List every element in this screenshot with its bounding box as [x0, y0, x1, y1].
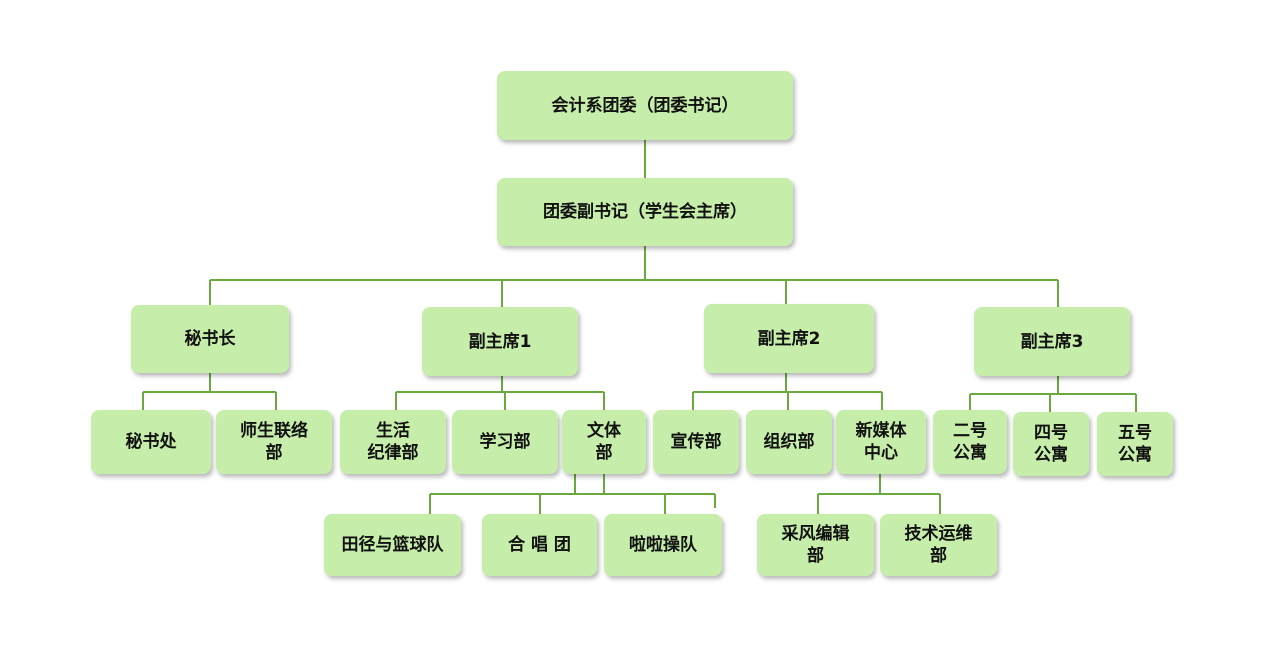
node-cheerleading: 啦啦操队 — [604, 514, 722, 576]
node-track-basketball-label: 田径与篮球队 — [341, 535, 444, 555]
node-choir-label: 合 唱 团 — [508, 535, 571, 555]
node-secretary-general-label: 秘书长 — [184, 329, 236, 349]
node-study: 学习部 — [452, 410, 558, 474]
node-deputy: 团委副书记（学生会主席） — [497, 178, 793, 246]
node-tech-ops: 技术运维 部 — [880, 514, 997, 576]
node-vp1-label: 副主席1 — [468, 331, 532, 352]
node-study-label: 学习部 — [479, 432, 531, 452]
node-deputy-label: 团委副书记（学生会主席） — [543, 202, 747, 222]
node-root: 会计系团委（团委书记） — [497, 71, 793, 140]
node-apt5-label: 五号 公寓 — [1118, 423, 1152, 465]
node-choir: 合 唱 团 — [482, 514, 597, 576]
node-vp2-label: 副主席2 — [757, 328, 821, 349]
node-apt2: 二号 公寓 — [933, 410, 1007, 474]
node-reporting-label: 采风编辑 部 — [781, 524, 850, 566]
node-vp2: 副主席2 — [704, 304, 874, 373]
node-vp1: 副主席1 — [422, 307, 578, 376]
node-new-media: 新媒体 中心 — [836, 410, 926, 474]
node-organization-label: 组织部 — [763, 432, 815, 452]
node-secretariat-label: 秘书处 — [125, 432, 177, 452]
node-apt4-label: 四号 公寓 — [1034, 423, 1068, 465]
node-publicity: 宣传部 — [653, 410, 739, 474]
node-vp3-label: 副主席3 — [1020, 331, 1084, 352]
node-arts-sports-label: 文体 部 — [587, 421, 621, 463]
node-liaison-label: 师生联络 部 — [240, 421, 308, 463]
node-new-media-label: 新媒体 中心 — [855, 421, 907, 463]
node-discipline-label: 生活 纪律部 — [367, 421, 419, 463]
node-apt5: 五号 公寓 — [1097, 412, 1173, 476]
node-secretariat: 秘书处 — [91, 410, 211, 474]
node-organization: 组织部 — [746, 410, 832, 474]
node-reporting: 采风编辑 部 — [757, 514, 874, 576]
node-apt2-label: 二号 公寓 — [953, 421, 987, 463]
node-track-basketball: 田径与篮球队 — [324, 514, 461, 576]
node-secretary-general: 秘书长 — [131, 305, 289, 373]
node-tech-ops-label: 技术运维 部 — [904, 524, 973, 566]
node-apt4: 四号 公寓 — [1013, 412, 1089, 476]
node-root-label: 会计系团委（团委书记） — [551, 95, 739, 116]
node-liaison: 师生联络 部 — [216, 410, 332, 474]
node-arts-sports: 文体 部 — [562, 410, 646, 474]
node-cheerleading-label: 啦啦操队 — [629, 535, 697, 555]
node-discipline: 生活 纪律部 — [340, 410, 446, 474]
node-vp3: 副主席3 — [974, 307, 1130, 376]
node-publicity-label: 宣传部 — [670, 432, 722, 452]
